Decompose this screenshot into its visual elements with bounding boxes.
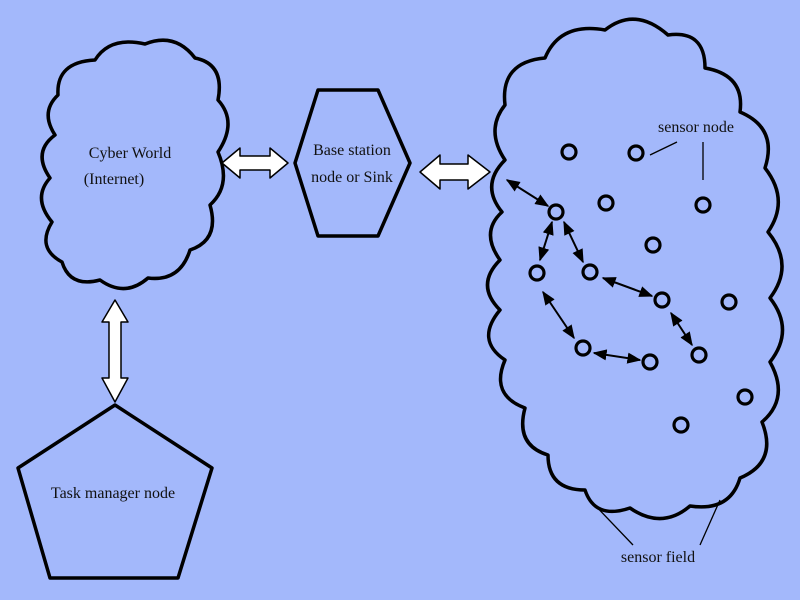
sensor-node	[547, 203, 565, 221]
cyber-to-task-double-arrow	[101, 299, 129, 403]
sensor-nodes	[528, 143, 754, 434]
task-manager-pentagon: Task manager node	[16, 403, 214, 580]
task-manager-label: Task manager node	[51, 485, 175, 502]
cyber-world-label-line1: Cyber World	[89, 145, 171, 162]
sensor-node	[720, 293, 738, 311]
sensor-field-label: sensor field	[621, 549, 695, 566]
cyber-world-cloud-outline	[39, 38, 230, 291]
hop-arrow-2	[563, 220, 584, 264]
task-manager-outline	[16, 403, 214, 580]
sensor-node	[641, 353, 659, 371]
base-station-outline	[293, 88, 412, 238]
sensor-node	[627, 144, 645, 162]
sensor-node	[560, 143, 578, 161]
sensor-field-pointer-1	[589, 499, 634, 546]
base-station-label-line1: Base station	[313, 142, 391, 159]
sensor-node	[672, 416, 690, 434]
sensor-field-cloud-outline	[485, 17, 785, 521]
sensor-node	[736, 388, 754, 406]
cyber-world-label-line2: (Internet)	[84, 171, 144, 188]
sensor-node	[694, 196, 712, 214]
sensor-node-pointer-1	[649, 141, 678, 156]
base-station-hexagon: Base station node or Sink	[293, 88, 412, 238]
sensor-node	[574, 339, 592, 357]
sensor-node	[653, 291, 671, 309]
sensor-node	[597, 194, 615, 212]
cyber-world-cloud: Cyber World (Internet)	[39, 38, 230, 291]
sensor-node	[581, 263, 599, 281]
sensor-node	[644, 236, 662, 254]
sensor-node-label: sensor node	[658, 119, 734, 136]
cyber-to-base-double-arrow	[221, 147, 289, 179]
hop-arrow-1	[538, 220, 554, 262]
base-station-label-line2: node or Sink	[311, 169, 393, 186]
hop-arrow-4	[542, 290, 575, 340]
sensor-field-pointer-2	[699, 499, 721, 546]
sensor-node	[690, 346, 708, 364]
base-to-field-double-arrow	[419, 154, 491, 190]
hop-arrow-6	[670, 311, 693, 347]
hop-arrow-5	[592, 349, 642, 364]
hop-arrow-edge-to-node	[505, 179, 550, 207]
hop-arrow-3	[601, 277, 654, 297]
sensor-field-cloud: sensor node	[485, 17, 785, 566]
sensor-node	[528, 264, 546, 282]
